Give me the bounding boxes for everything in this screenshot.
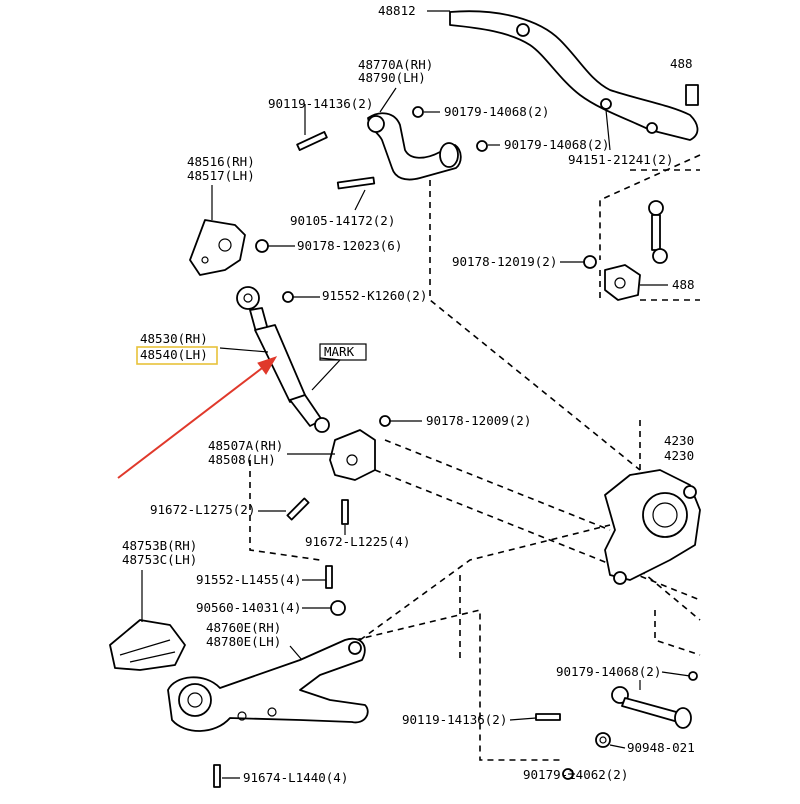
lower-arm-cover [109,619,186,671]
label-mark: MARK [324,344,355,359]
label-91552-l1455: 91552-L1455(4) [196,572,301,587]
label-90179-c: 90179-14068(2) [556,664,661,679]
label-48507a: 48507A(RH) [208,438,283,453]
label-90105: 90105-14172(2) [290,213,395,228]
label-90178-12009: 90178-12009(2) [426,413,531,428]
label-91672-l1225: 91672-L1225(4) [305,534,410,549]
lower-shock-bracket [329,429,376,481]
label-90119-bot: 90119-14136(2) [402,712,507,727]
shock-absorber [236,286,330,433]
label-4230-b: 4230 [664,448,694,463]
highlight-box [136,346,218,365]
label-48753b: 48753B(RH) [122,538,197,553]
leader-lines [141,10,691,779]
label-4230-a: 4230 [664,433,694,448]
label-488-top: 488 [670,56,693,71]
rear-knuckle [604,469,701,585]
upper-arm [367,112,462,181]
label-48530: 48530(RH) [140,331,208,346]
label-48508: 48508(LH) [208,452,276,467]
label-90178-2: 90178-12019(2) [452,254,557,269]
label-90119-top: 90119-14136(2) [268,96,373,111]
label-48760e: 48760E(RH) [206,620,281,635]
label-48770a: 48770A(RH) [358,57,433,72]
label-90178-6: 90178-12023(6) [297,238,402,253]
label-91552-k: 91552-K1260(2) [322,288,427,303]
dashed-guide-lines [249,154,701,761]
label-91672-l1275: 91672-L1275(2) [150,502,255,517]
toe-link [595,686,692,748]
label-48790: 48790(LH) [358,70,426,85]
hardware [213,106,698,788]
label-90179-d: 90179-14062(2) [523,767,628,782]
label-48812: 48812 [378,3,416,18]
label-48517: 48517(LH) [187,168,255,183]
stabilizer-bushing [604,264,641,301]
stabilizer-bar [449,10,699,141]
label-48516: 48516(RH) [187,154,255,169]
label-48780e: 48780E(LH) [206,634,281,649]
label-90560: 90560-14031(4) [196,600,301,615]
shock-bracket [189,219,246,276]
label-90179-b: 90179-14068(2) [504,137,609,152]
annotation-arrow [117,356,278,479]
lower-arm [167,637,369,732]
label-91674: 91674-L1440(4) [243,770,348,785]
label-94151: 94151-21241(2) [568,152,673,167]
stabilizer-link [648,200,668,264]
label-90948: 90948-021 [627,740,695,755]
label-48540: 48540(LH) [140,347,208,362]
mark-box [319,343,367,361]
part-labels: 48812 488 48770A(RH) 48790(LH) 90119-141… [122,3,695,785]
label-48753c: 48753C(LH) [122,552,197,567]
label-488-mid: 488 [672,277,695,292]
label-90179-a: 90179-14068(2) [444,104,549,119]
